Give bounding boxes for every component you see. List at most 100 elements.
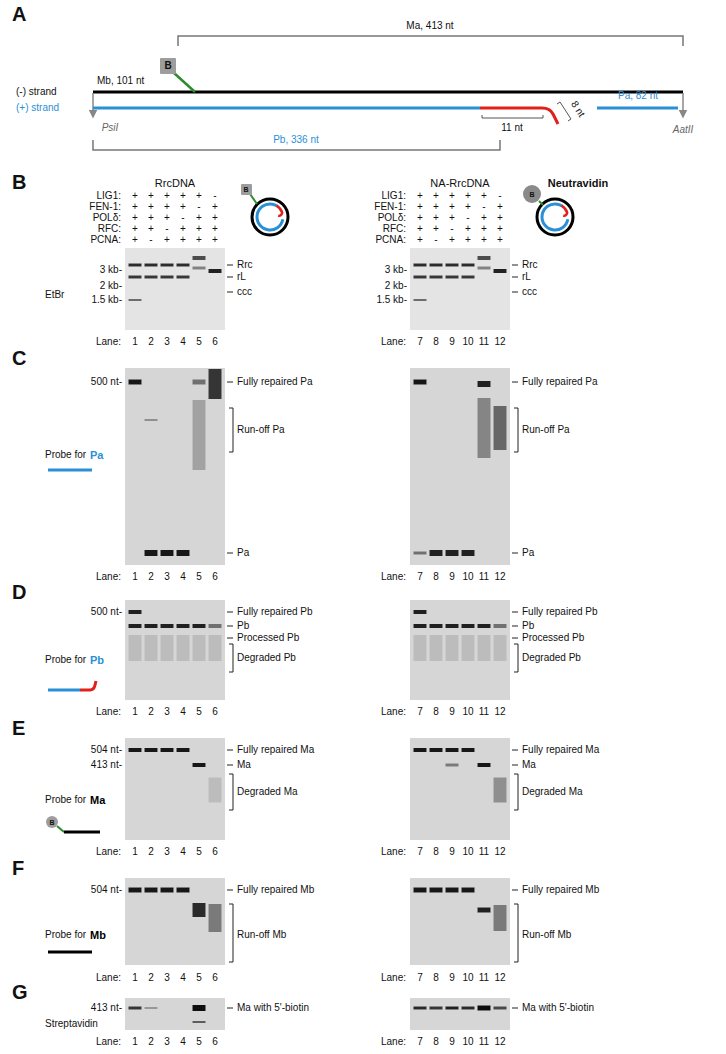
lane-number: 5 <box>196 846 202 858</box>
presence-sign: + <box>417 223 423 235</box>
gel-band <box>161 550 174 556</box>
band-label: Ma with 5'-biotin <box>237 1002 309 1014</box>
gel-band <box>414 624 427 628</box>
gel-images <box>125 248 518 1030</box>
gel-band <box>462 635 475 661</box>
lane-heading: Lane: <box>96 336 121 348</box>
band-label: Pa <box>237 547 249 559</box>
lane-number: 7 <box>417 1036 423 1048</box>
presence-sign: + <box>132 223 138 235</box>
lane-number: 8 <box>433 336 439 348</box>
gel-background <box>410 368 510 565</box>
presence-sign: + <box>449 201 455 213</box>
band-label: Processed Pb <box>237 632 299 644</box>
gel-band <box>193 903 206 917</box>
band-bracket <box>229 904 233 962</box>
gel-band <box>193 400 206 470</box>
band-tick <box>227 277 233 278</box>
presence-sign: + <box>449 190 455 202</box>
size-marker: 3 kb- <box>100 264 122 276</box>
gel-band <box>145 888 158 893</box>
band-bracket <box>514 774 518 810</box>
lane-number: 6 <box>212 336 218 348</box>
presence-sign: + <box>132 212 138 224</box>
presence-sign: + <box>465 234 471 246</box>
gel-band <box>414 635 427 661</box>
gel-title: RrcDNA <box>155 177 195 190</box>
lane-number: 10 <box>462 571 473 583</box>
band-label: ccc <box>237 286 252 298</box>
flap <box>562 206 568 216</box>
size-marker: 500 nt- <box>91 376 122 388</box>
presence-sign: + <box>180 234 186 246</box>
gel-band <box>462 550 475 556</box>
gel-band <box>129 624 142 628</box>
gel-band <box>209 269 222 273</box>
lane-number: 7 <box>417 846 423 858</box>
presence-sign: + <box>212 212 218 224</box>
lane-number: 6 <box>212 706 218 718</box>
gel-band <box>494 635 507 661</box>
circle-strand <box>252 199 288 235</box>
lane-heading: Lane: <box>381 972 406 984</box>
presence-sign: + <box>180 223 186 235</box>
component-name: FEN-1: <box>89 201 121 213</box>
gel-band <box>414 380 427 385</box>
lane-number: 4 <box>180 706 186 718</box>
lane-number: 3 <box>164 972 170 984</box>
panel-letter: E <box>12 717 25 740</box>
gel-band <box>145 748 158 752</box>
gel-band <box>161 635 174 661</box>
lane-number: 7 <box>417 336 423 348</box>
gel-band <box>414 264 427 267</box>
lane-number: 1 <box>132 846 138 858</box>
component-name: PCNA: <box>90 234 121 246</box>
gel-band <box>414 299 427 301</box>
presence-sign: - <box>482 201 485 213</box>
aatii-site-arrow <box>682 93 684 114</box>
lane-heading: Lane: <box>381 706 406 718</box>
lane-number: 1 <box>132 706 138 718</box>
gel-band <box>414 1007 427 1010</box>
lane-number: 3 <box>164 336 170 348</box>
presence-sign: + <box>212 223 218 235</box>
band-tick <box>227 553 233 554</box>
probe-pa <box>48 469 92 472</box>
band-label: Fully repaired Ma <box>522 744 599 756</box>
band-tick <box>512 750 518 751</box>
gel-title: NA-RrcDNA <box>430 177 489 190</box>
gel-band <box>145 1007 158 1009</box>
psii-site-arrow <box>92 93 94 114</box>
gel-band <box>193 1005 206 1011</box>
presence-sign: + <box>465 190 471 202</box>
gel-band <box>193 624 206 628</box>
gel-band <box>129 264 142 267</box>
gel-band <box>145 624 158 628</box>
band-tick <box>512 382 518 383</box>
band-tick <box>512 626 518 627</box>
gel-band <box>446 635 459 661</box>
component-name: LIG1: <box>382 190 406 202</box>
lane-number: 9 <box>449 571 455 583</box>
gel-band <box>177 888 190 893</box>
substrate-icon <box>537 199 573 235</box>
band-label: Rrc <box>522 259 538 271</box>
gel-background <box>410 878 510 965</box>
lane-number: 2 <box>148 972 154 984</box>
lane-number: 11 <box>479 571 489 583</box>
lane-number: 4 <box>180 846 186 858</box>
presence-sign: + <box>180 190 186 202</box>
presence-sign: + <box>164 234 170 246</box>
gel-band <box>446 264 459 267</box>
lane-number: 8 <box>433 706 439 718</box>
band-bracket <box>514 904 518 962</box>
gel-band <box>478 635 491 661</box>
presence-sign: + <box>433 212 439 224</box>
gel-background <box>125 998 225 1030</box>
gel-band <box>462 624 475 628</box>
ma-bracket <box>178 36 683 46</box>
band-tick <box>512 612 518 613</box>
presence-sign: + <box>196 234 202 246</box>
gel-band <box>478 267 491 270</box>
gel-band <box>161 264 174 267</box>
